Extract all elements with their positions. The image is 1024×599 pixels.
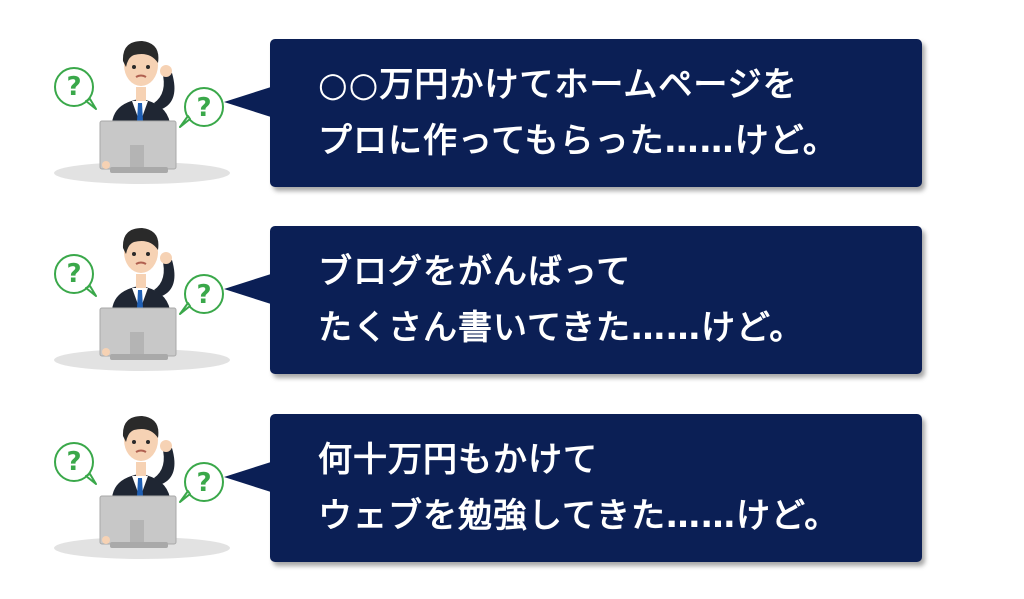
speech-bubble-text: ○○万円かけてホームページを プロに作ってもらった……けど。 [318, 57, 898, 169]
confused-businessman-illustration: ? ? [54, 228, 230, 371]
speech-line-1: ブログをがんばって [318, 252, 632, 292]
confused-businessman-illustration: ? ? [54, 41, 230, 184]
speech-bubble: 何十万円もかけて ウェブを勉強してきた……けど。 [224, 414, 922, 562]
message-row-2: ? ? ブログをがんばって た [0, 214, 1024, 374]
speech-line-2: たくさん書いてきた……けど。 [318, 308, 805, 348]
svg-text:?: ? [196, 93, 211, 123]
speech-bubble-text: 何十万円もかけて ウェブを勉強してきた……けど。 [318, 432, 898, 544]
question-mark-icon: ? [54, 442, 97, 485]
speech-line-1: 何十万円もかけて [318, 440, 598, 480]
speech-line-2: プロに作ってもらった……けど。 [318, 121, 838, 161]
svg-text:?: ? [66, 259, 81, 289]
question-mark-icon: ? [54, 67, 97, 110]
speech-line-1: ○○万円かけてホームページを [318, 65, 798, 105]
question-mark-icon: ? [54, 254, 97, 297]
svg-text:?: ? [196, 468, 211, 498]
speech-bubble-tail [224, 87, 271, 117]
question-mark-icon: ? [179, 87, 224, 128]
confused-businessman-icon: ? ? [50, 27, 240, 187]
confused-businessman-icon: ? ? [50, 402, 240, 562]
message-row-3: ? ? 何十万円もかけて ウェ [0, 402, 1024, 562]
speech-bubble: ブログをがんばって たくさん書いてきた……けど。 [224, 226, 922, 374]
speech-line-2: ウェブを勉強してきた……けど。 [318, 496, 840, 536]
confused-businessman-illustration: ? ? [54, 416, 230, 559]
speech-bubble-text: ブログをがんばって たくさん書いてきた……けど。 [318, 244, 898, 356]
question-mark-icon: ? [179, 462, 224, 503]
speech-bubble-tail [224, 274, 271, 304]
svg-text:?: ? [196, 280, 211, 310]
svg-text:?: ? [66, 72, 81, 102]
question-mark-icon: ? [179, 274, 224, 315]
speech-bubble: ○○万円かけてホームページを プロに作ってもらった……けど。 [224, 39, 922, 187]
speech-bubble-tail [224, 462, 271, 492]
message-row-1: ? ? [0, 27, 1024, 187]
svg-text:?: ? [66, 447, 81, 477]
confused-businessman-icon: ? ? [50, 214, 240, 374]
